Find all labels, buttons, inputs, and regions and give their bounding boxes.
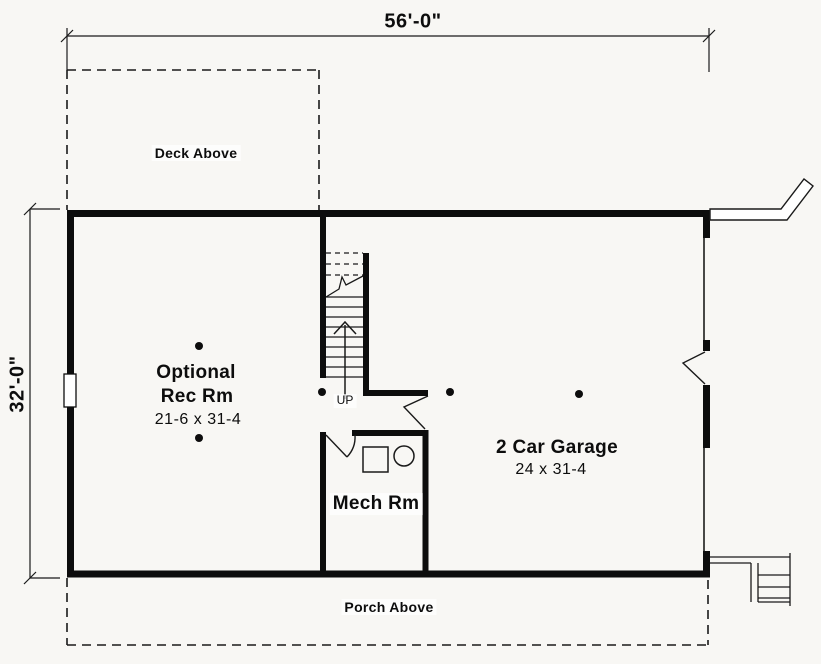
- garage-label: 2 Car Garage: [496, 437, 618, 459]
- up-arrow-icon: [333, 320, 357, 399]
- rec-room-size: 21-6 x 31-4: [154, 410, 242, 428]
- porch-above-label: Porch Above: [341, 598, 437, 616]
- top-dimension-line: [60, 28, 716, 72]
- stairs: [325, 252, 364, 399]
- mech-room-label: Mech Rm: [329, 493, 423, 515]
- porch-outline: [66, 578, 709, 646]
- stairs-up-label: UP: [333, 393, 357, 408]
- exterior-steps-icon: [710, 553, 791, 606]
- exterior-walls: [67, 210, 712, 578]
- deck-outline: [66, 69, 320, 210]
- left-dimension-line: [23, 202, 60, 585]
- window-icon: [63, 373, 77, 408]
- interior-walls: [320, 210, 429, 574]
- mech-fixtures-icon: [362, 445, 415, 473]
- garage-side-door-opening-icon: [681, 351, 706, 385]
- rec-room-label-line1: Optional: [156, 362, 236, 384]
- deck-above-label: Deck Above: [151, 144, 241, 162]
- stair-garage-opening-icon: [402, 395, 429, 430]
- overall-height-dimension: 32'-0": [6, 355, 29, 413]
- rec-room-label-line2: Rec Rm: [160, 386, 234, 408]
- garage-size: 24 x 31-4: [515, 460, 587, 478]
- overall-width-dimension: 56'-0": [384, 10, 442, 33]
- support-posts: [195, 342, 583, 442]
- deck-railing-icon: [709, 178, 814, 221]
- mech-room-door-icon: [325, 434, 356, 458]
